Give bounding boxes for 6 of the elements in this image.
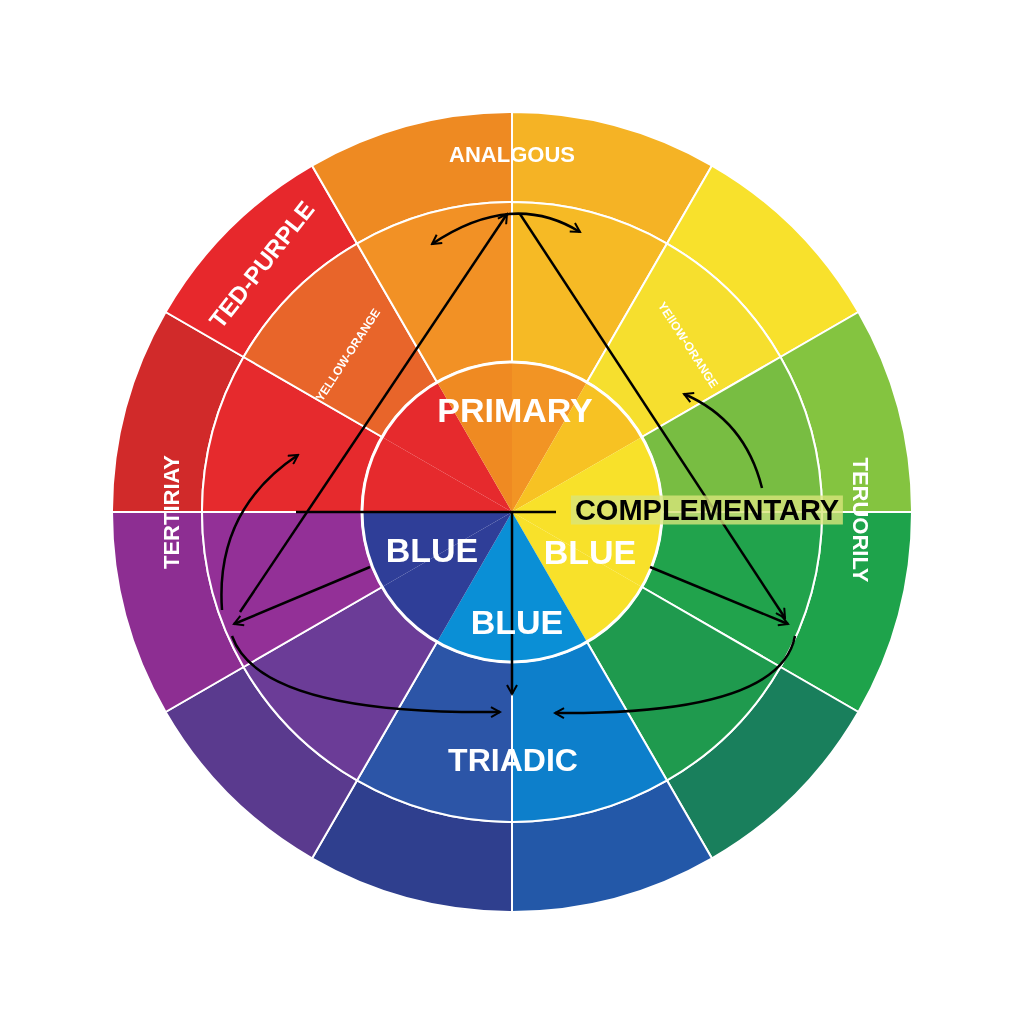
wheel-label: COMPLEMENTARY	[570, 495, 844, 525]
wheel-label: PRIMARY	[437, 393, 593, 427]
wheel-label: BLUE	[385, 533, 479, 567]
wheel-label: TERUORILY	[849, 457, 871, 583]
wheel-label: TERTIRIAY	[161, 454, 183, 570]
wheel-label: BLUE	[543, 535, 637, 569]
